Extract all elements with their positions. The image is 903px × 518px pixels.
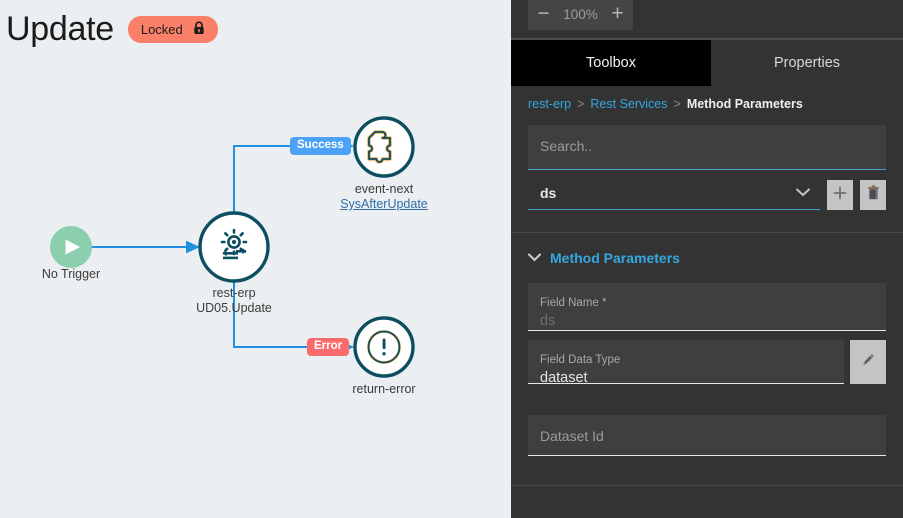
zoom-control-bar: − 100% + — [511, 0, 903, 36]
page-header: Update Locked — [6, 8, 218, 50]
trash-icon — [867, 185, 880, 205]
breadcrumb: rest-erp > Rest Services > Method Parame… — [528, 97, 803, 111]
field-name-input[interactable]: Field Name * ds — [528, 283, 886, 331]
chevron-down-icon — [528, 249, 541, 267]
page-title: Update — [6, 10, 114, 48]
breadcrumb-separator: > — [673, 97, 681, 111]
search-placeholder: Search.. — [540, 138, 593, 154]
node-no-trigger — [50, 226, 92, 268]
node-title-event-next: event-next — [354, 182, 414, 196]
workflow-diagram — [50, 116, 415, 378]
field-name-wrap: Field Name * ds — [528, 283, 886, 331]
zoom-in-button[interactable]: + — [611, 2, 624, 25]
field-name-label: Field Name * — [540, 297, 607, 309]
search-field-wrap: Search.. — [528, 125, 886, 170]
dataset-id-input[interactable]: Dataset Id — [528, 415, 886, 456]
section-method-parameters[interactable]: Method Parameters — [528, 249, 680, 267]
search-input[interactable]: Search.. — [528, 125, 886, 170]
edge-badge-success: Success — [290, 137, 351, 155]
dataset-id-wrap: Dataset Id — [528, 415, 886, 456]
parameter-select-value: ds — [540, 185, 557, 201]
plus-icon — [833, 186, 847, 205]
pencil-icon — [860, 352, 876, 373]
chevron-down-icon — [796, 184, 810, 202]
node-label-no-trigger: No Trigger — [41, 267, 101, 281]
parameter-select-row: ds — [528, 178, 886, 210]
parameter-select[interactable]: ds — [528, 178, 820, 210]
add-parameter-button[interactable] — [827, 180, 853, 210]
zoom-control: − 100% + — [528, 0, 633, 30]
node-rest-erp — [198, 211, 270, 283]
node-link-sysafterupdate[interactable]: SysAfterUpdate — [340, 197, 428, 211]
dataset-id-placeholder: Dataset Id — [540, 428, 604, 444]
locked-badge-label: Locked — [140, 21, 183, 37]
field-data-type-input[interactable]: Field Data Type dataset — [528, 340, 844, 386]
edge-badge-error: Error — [307, 338, 350, 356]
field-name-value: ds — [540, 313, 556, 329]
node-title-rest-erp: rest-erp — [212, 286, 256, 300]
workflow-canvas[interactable]: Update Locked — [0, 0, 511, 518]
breadcrumb-item-current: Method Parameters — [686, 97, 803, 111]
edit-data-type-button[interactable] — [850, 340, 886, 384]
field-data-type-wrap: Field Data Type dataset — [528, 340, 886, 386]
status-badge-locked: Locked — [127, 15, 218, 43]
zoom-level-value: 100% — [563, 6, 598, 22]
node-event-next — [353, 116, 415, 178]
properties-panel: − 100% + Toolbox Properties rest-erp > R… — [511, 0, 903, 518]
field-data-type-value: dataset — [540, 370, 588, 386]
breadcrumb-separator: > — [577, 97, 585, 111]
breadcrumb-item-rest-services[interactable]: Rest Services — [590, 97, 668, 111]
node-return-error — [353, 316, 415, 378]
lock-icon — [193, 20, 205, 38]
field-data-type-label: Field Data Type — [540, 354, 621, 366]
node-label-rest-erp: rest-erp UD05.Update — [174, 286, 294, 316]
panel-divider — [511, 232, 903, 233]
tab-toolbox[interactable]: Toolbox — [511, 40, 711, 86]
zoom-out-button[interactable]: − — [537, 2, 550, 25]
breadcrumb-item-rest-erp[interactable]: rest-erp — [528, 97, 572, 111]
section-title: Method Parameters — [550, 250, 680, 266]
delete-parameter-button[interactable] — [860, 180, 886, 210]
node-label-event-next: event-next SysAfterUpdate — [324, 182, 444, 212]
panel-bottom-divider — [511, 485, 903, 486]
node-label-return-error: return-error — [352, 382, 416, 396]
panel-tabs: Toolbox Properties — [511, 38, 903, 86]
tab-properties[interactable]: Properties — [773, 55, 841, 71]
node-subtitle-rest-erp: UD05.Update — [196, 301, 272, 315]
